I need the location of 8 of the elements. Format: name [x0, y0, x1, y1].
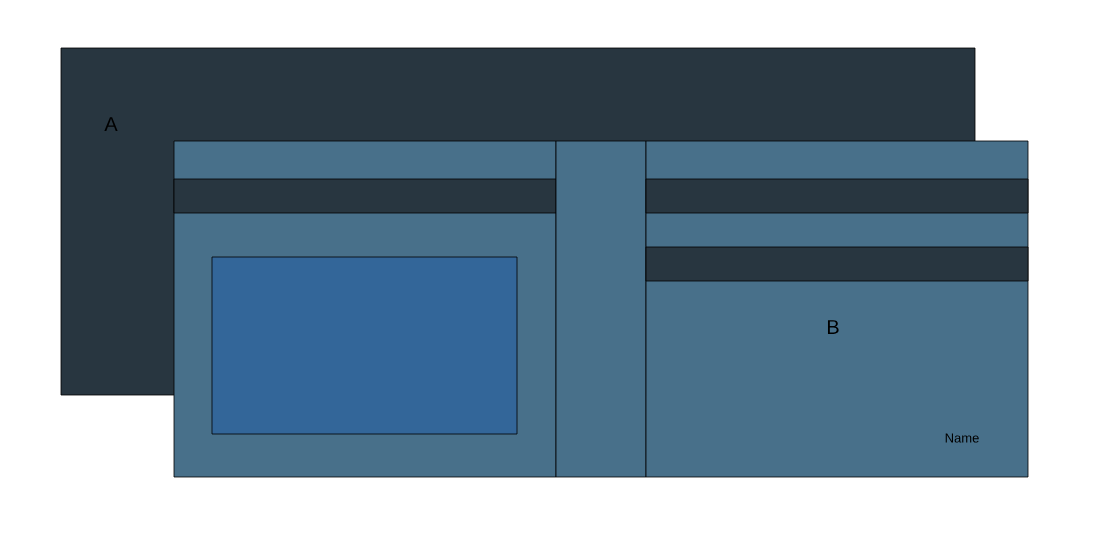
- panel-letter: A: [104, 117, 118, 131]
- card-slot: [173, 178, 557, 214]
- window-box: [211, 256, 518, 435]
- spine-panel: [555, 140, 647, 478]
- card-slot: [645, 246, 1029, 282]
- card-slot: [645, 178, 1029, 214]
- name-label: Name: [945, 433, 979, 443]
- panel-letter: B: [828, 320, 839, 334]
